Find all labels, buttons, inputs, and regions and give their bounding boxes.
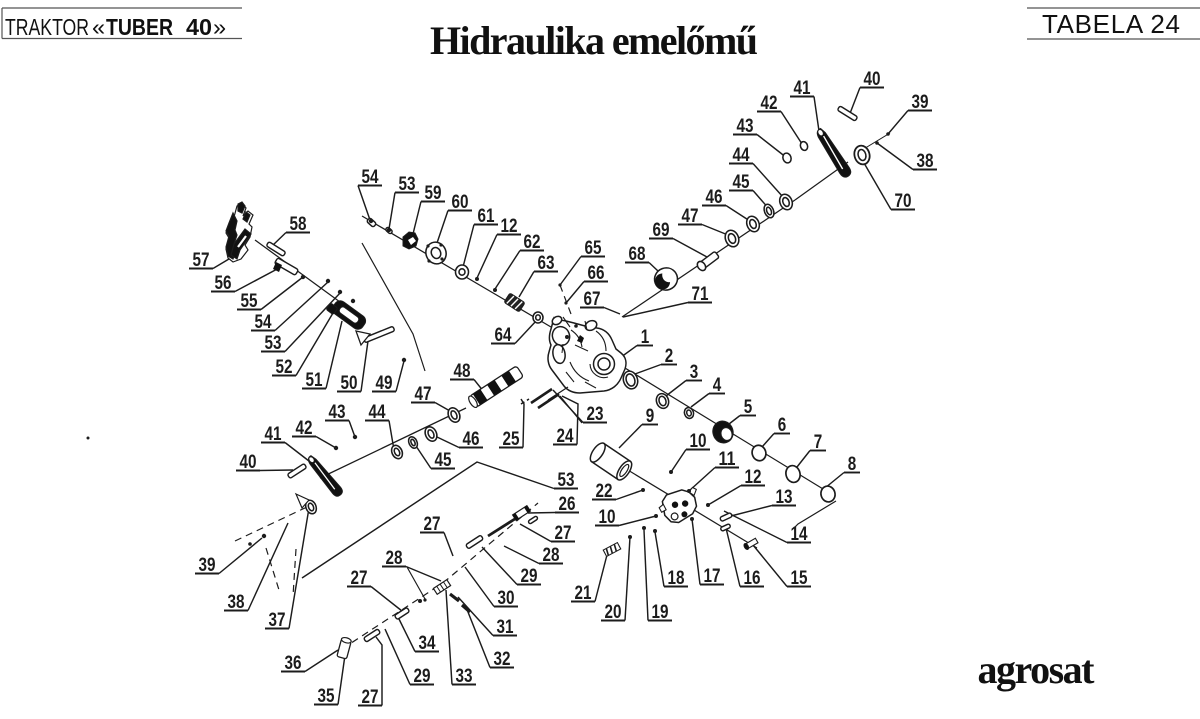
svg-text:38: 38: [917, 150, 934, 172]
svg-text:47: 47: [682, 205, 699, 227]
svg-text:27: 27: [424, 513, 441, 535]
svg-text:64: 64: [495, 324, 512, 346]
svg-text:27: 27: [362, 686, 379, 708]
svg-text:37: 37: [269, 609, 286, 631]
svg-text:63: 63: [538, 252, 555, 274]
svg-text:27: 27: [555, 522, 572, 544]
svg-text:55: 55: [241, 290, 258, 312]
svg-text:28: 28: [543, 544, 560, 566]
svg-text:48: 48: [454, 360, 471, 382]
svg-text:Hidraulika emelőmű: Hidraulika emelőmű: [430, 18, 758, 63]
svg-text:53: 53: [558, 469, 575, 491]
svg-text:29: 29: [521, 565, 538, 587]
svg-text:19: 19: [652, 601, 669, 623]
svg-text:38: 38: [228, 591, 245, 613]
svg-text:12: 12: [501, 215, 518, 237]
svg-text:20: 20: [605, 601, 622, 623]
svg-text:40: 40: [186, 14, 212, 40]
svg-text:10: 10: [599, 506, 616, 528]
svg-text:24: 24: [557, 425, 574, 447]
svg-text:43: 43: [737, 115, 754, 137]
svg-text:39: 39: [912, 91, 929, 113]
svg-text:53: 53: [265, 332, 282, 354]
svg-text:44: 44: [733, 144, 750, 166]
svg-text:56: 56: [215, 272, 232, 294]
svg-text:34: 34: [419, 632, 436, 654]
svg-text:«: «: [92, 14, 105, 40]
svg-text:31: 31: [497, 616, 514, 638]
svg-text:14: 14: [791, 523, 808, 545]
svg-text:43: 43: [329, 401, 346, 423]
svg-text:25: 25: [503, 428, 520, 450]
svg-text:67: 67: [584, 288, 601, 310]
svg-text:22: 22: [596, 480, 613, 502]
svg-text:59: 59: [425, 182, 442, 204]
svg-text:agrosat: agrosat: [978, 647, 1096, 692]
svg-text:39: 39: [199, 554, 216, 576]
svg-text:41: 41: [794, 77, 811, 99]
svg-text:6: 6: [778, 414, 787, 436]
svg-text:61: 61: [478, 205, 495, 227]
svg-text:TRAKTOR: TRAKTOR: [5, 14, 89, 40]
svg-text:35: 35: [318, 685, 335, 707]
svg-text:50: 50: [341, 372, 358, 394]
svg-text:4: 4: [713, 374, 722, 396]
svg-text:51: 51: [306, 369, 323, 391]
svg-text:42: 42: [296, 417, 313, 439]
svg-text:66: 66: [588, 262, 605, 284]
svg-text:60: 60: [452, 191, 469, 213]
svg-text:10: 10: [690, 430, 707, 452]
svg-text:42: 42: [761, 92, 778, 114]
svg-text:46: 46: [706, 186, 723, 208]
svg-text:16: 16: [744, 567, 761, 589]
svg-text:69: 69: [653, 219, 670, 241]
svg-text:45: 45: [435, 449, 452, 471]
svg-text:57: 57: [193, 249, 210, 271]
svg-text:45: 45: [733, 171, 750, 193]
svg-text:27: 27: [351, 567, 368, 589]
svg-text:21: 21: [575, 582, 592, 604]
svg-text:17: 17: [704, 565, 721, 587]
svg-text:44: 44: [369, 401, 386, 423]
svg-text:33: 33: [456, 665, 473, 687]
svg-text:TABELA 24: TABELA 24: [1042, 9, 1180, 39]
svg-text:»: »: [213, 14, 226, 40]
svg-text:23: 23: [587, 403, 604, 425]
svg-text:12: 12: [745, 466, 762, 488]
svg-text:47: 47: [415, 383, 432, 405]
svg-text:1: 1: [641, 326, 650, 348]
svg-text:40: 40: [240, 451, 257, 473]
svg-text:18: 18: [668, 567, 685, 589]
svg-text:26: 26: [559, 493, 576, 515]
svg-text:54: 54: [362, 166, 379, 188]
svg-text:68: 68: [629, 243, 646, 265]
svg-text:TUBER: TUBER: [106, 14, 173, 40]
svg-text:11: 11: [719, 448, 736, 470]
svg-text:2: 2: [665, 345, 674, 367]
svg-text:52: 52: [276, 356, 293, 378]
svg-text:32: 32: [494, 648, 511, 670]
svg-text:7: 7: [814, 431, 823, 453]
svg-text:15: 15: [791, 567, 808, 589]
svg-text:5: 5: [744, 396, 753, 418]
svg-text:54: 54: [255, 311, 272, 333]
svg-text:36: 36: [285, 652, 302, 674]
svg-text:71: 71: [692, 283, 709, 305]
svg-text:40: 40: [864, 68, 881, 90]
svg-text:58: 58: [290, 213, 307, 235]
svg-text:49: 49: [376, 372, 393, 394]
svg-text:53: 53: [399, 173, 416, 195]
svg-text:65: 65: [585, 237, 602, 259]
svg-text:8: 8: [848, 453, 857, 475]
svg-text:29: 29: [414, 665, 431, 687]
svg-text:46: 46: [463, 428, 480, 450]
svg-text:70: 70: [895, 190, 912, 212]
svg-text:3: 3: [690, 361, 699, 383]
svg-text:28: 28: [386, 547, 403, 569]
svg-text:9: 9: [646, 405, 655, 427]
svg-text:41: 41: [265, 423, 282, 445]
svg-text:62: 62: [524, 231, 541, 253]
svg-text:30: 30: [498, 587, 515, 609]
svg-text:13: 13: [776, 486, 793, 508]
